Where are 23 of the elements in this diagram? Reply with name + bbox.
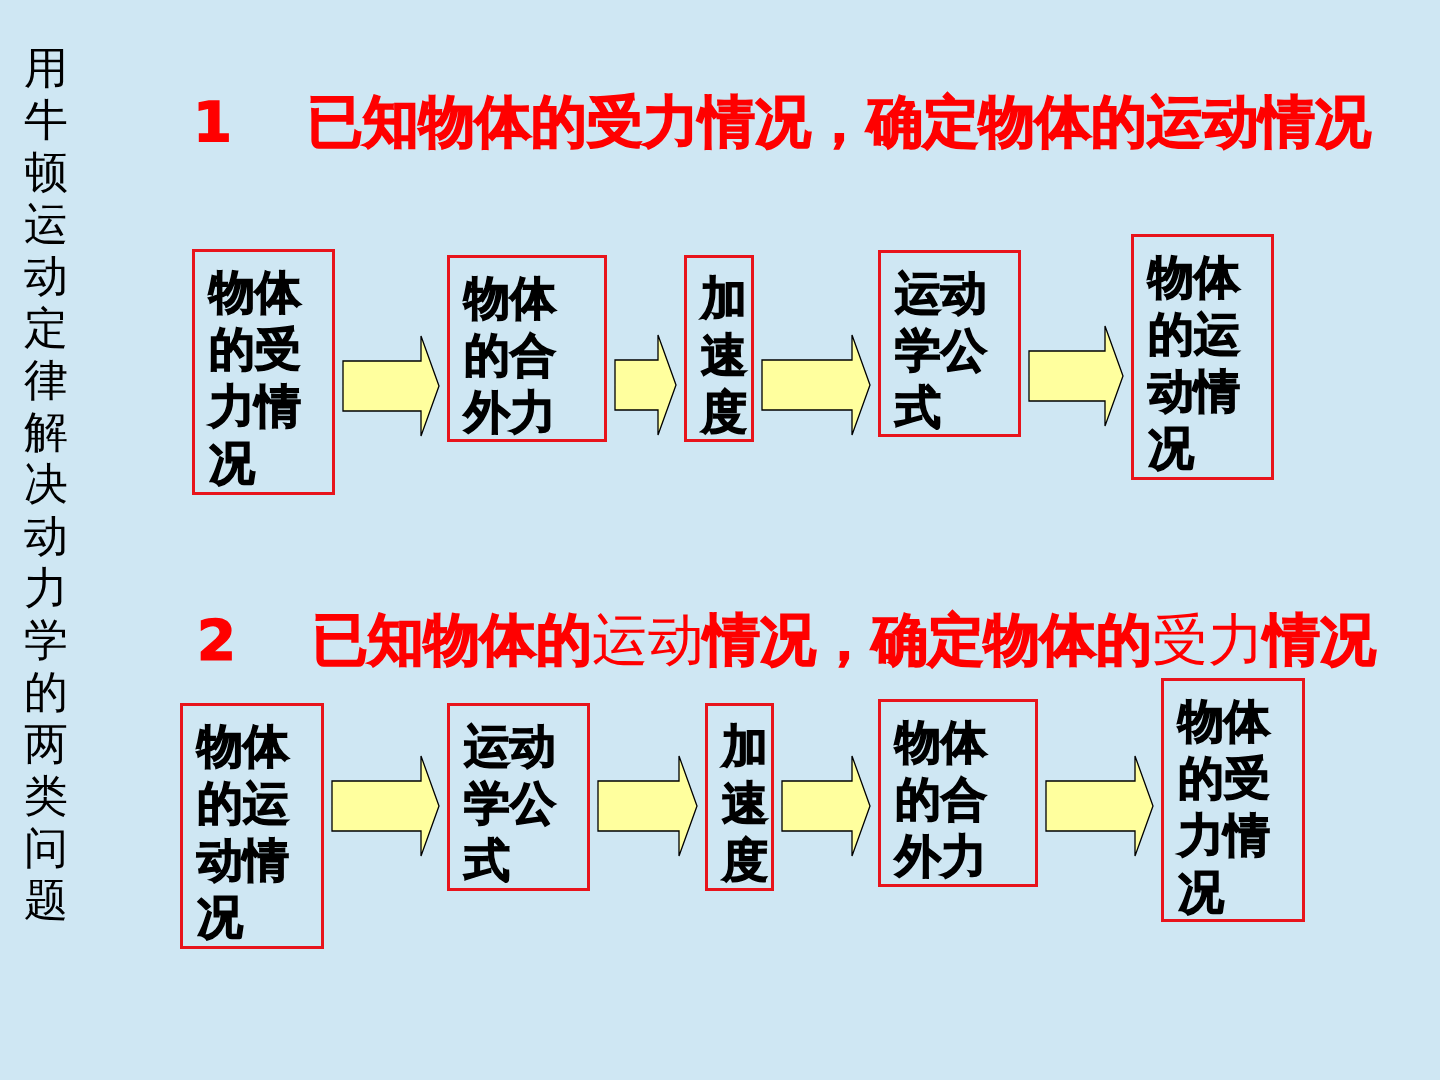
text-box: 物体的受力情况: [192, 249, 335, 495]
block-arrow: [342, 335, 440, 437]
block-arrow: [1028, 325, 1124, 427]
block-arrow: [761, 334, 871, 436]
vertical-title: 用牛顿运动定律解决动力学的两类问题: [24, 42, 69, 926]
block-arrow: [614, 334, 677, 436]
block-arrow: [597, 755, 698, 857]
block-arrow: [1045, 755, 1154, 857]
section-heading: 已知物体的受力情况，确定物体的运动情况: [307, 90, 1371, 154]
text-box: 运动学公式: [447, 703, 590, 891]
text-box: 物体的运动情况: [1131, 234, 1274, 480]
text-box: 物体的合外力: [447, 255, 607, 442]
text-box: 物体的受力情况: [1161, 678, 1305, 922]
section-heading: 已知物体的运动情况，确定物体的受力情况: [312, 608, 1376, 672]
section-number: 2: [197, 608, 236, 672]
text-box: 物体的合外力: [878, 699, 1038, 887]
text-box: 物体的运动情况: [180, 703, 324, 949]
block-arrow: [781, 755, 871, 857]
block-arrow: [331, 755, 440, 857]
text-box: 加速度: [705, 703, 774, 891]
text-box: 运动学公式: [878, 250, 1021, 437]
section-number: 1: [193, 90, 232, 154]
text-box: 加速度: [684, 255, 754, 442]
